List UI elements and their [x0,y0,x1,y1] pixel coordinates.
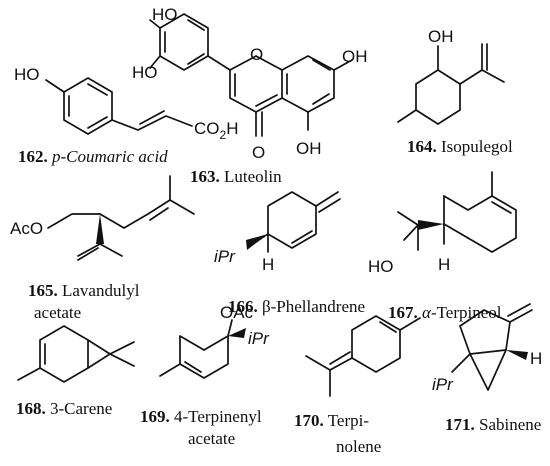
atom-label: OAc [220,303,254,322]
compound-caption-line2: nolene [336,437,381,456]
atom-label: H [530,349,542,368]
structure-164: OH 164. Isopulegol [397,27,513,156]
compound-caption: 162. p-Coumaric acid [18,147,168,166]
compound-caption: 164. Isopulegol [407,137,513,156]
structure-163: HO HO O OH O OH 163. Luteolin [132,5,368,186]
structure-162: HO CO2H 162. p-Coumaric acid [14,65,238,166]
atom-label: HO [152,5,178,24]
atom-label: O [250,45,263,64]
structure-171: H iPr 171. Sabinene [432,303,542,434]
compound-caption: 165. Lavandulyl [28,281,140,300]
structure-170: 170. Terpi- nolene [294,315,421,456]
atom-label: HO [14,65,40,84]
compound-caption: 167. α-Terpineol [388,303,502,322]
compound-caption-line2: acetate [34,303,81,322]
atom-label: OH [342,47,368,66]
structure-168: 168. 3-Carene [16,325,135,418]
atom-label: O [252,143,265,162]
atom-label: H [262,255,274,274]
atom-label: HO [132,63,158,82]
compound-caption-line2: acetate [188,429,235,448]
compound-caption: 170. Terpi- [294,411,369,430]
compound-caption: 168. 3-Carene [16,399,112,418]
compound-caption: 163. Luteolin [190,167,282,186]
structure-169: OAc iPr 169. 4-Terpinenyl acetate [140,303,270,448]
compound-caption: 169. 4-Terpinenyl [140,407,262,426]
atom-label: iPr [214,247,236,266]
atom-label: iPr [248,329,270,348]
structure-166: iPr H 166. β-Phellandrene [214,191,365,316]
compound-caption: 171. Sabinene [445,415,541,434]
atom-label: OH [296,139,322,158]
compound-caption: 166. β-Phellandrene [228,297,365,316]
atom-label: H [438,255,450,274]
atom-label: OH [428,27,454,46]
atom-label: AcO [10,219,43,238]
structure-165: AcO 165. Lavandulyl acetate [10,175,195,322]
atom-label: CO2H [194,119,238,142]
structure-167: HO H 167. α-Terpineol [368,171,517,322]
atom-label: iPr [432,375,454,394]
atom-label: HO [368,257,394,276]
